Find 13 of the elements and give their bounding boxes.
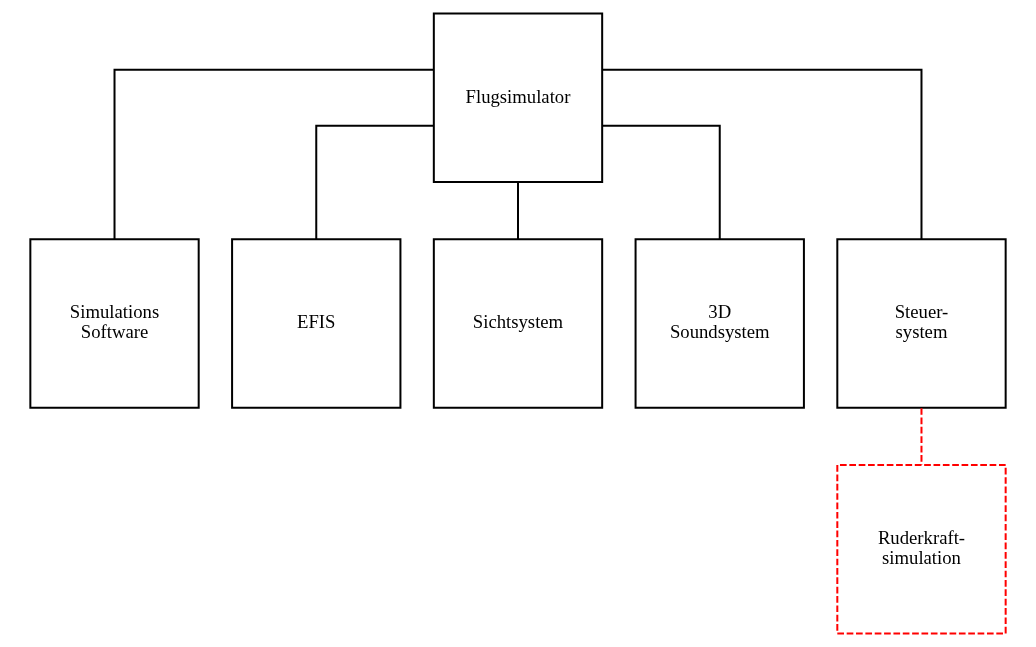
connector (315, 124, 435, 241)
node-box: Simulations Software (29, 238, 200, 409)
node-box: EFIS (231, 238, 402, 409)
node-box: Flugsimulator (432, 12, 604, 183)
node-box: Sichtsystem (432, 238, 604, 409)
connector (517, 181, 519, 241)
node-box: Ruderkraft- simulation (836, 464, 1007, 635)
connector (920, 407, 923, 466)
connector (601, 124, 721, 241)
node-box: Steuer- system (836, 238, 1007, 409)
connector (601, 68, 923, 241)
node-box: 3D Soundsystem (634, 238, 805, 409)
connector (113, 68, 435, 241)
